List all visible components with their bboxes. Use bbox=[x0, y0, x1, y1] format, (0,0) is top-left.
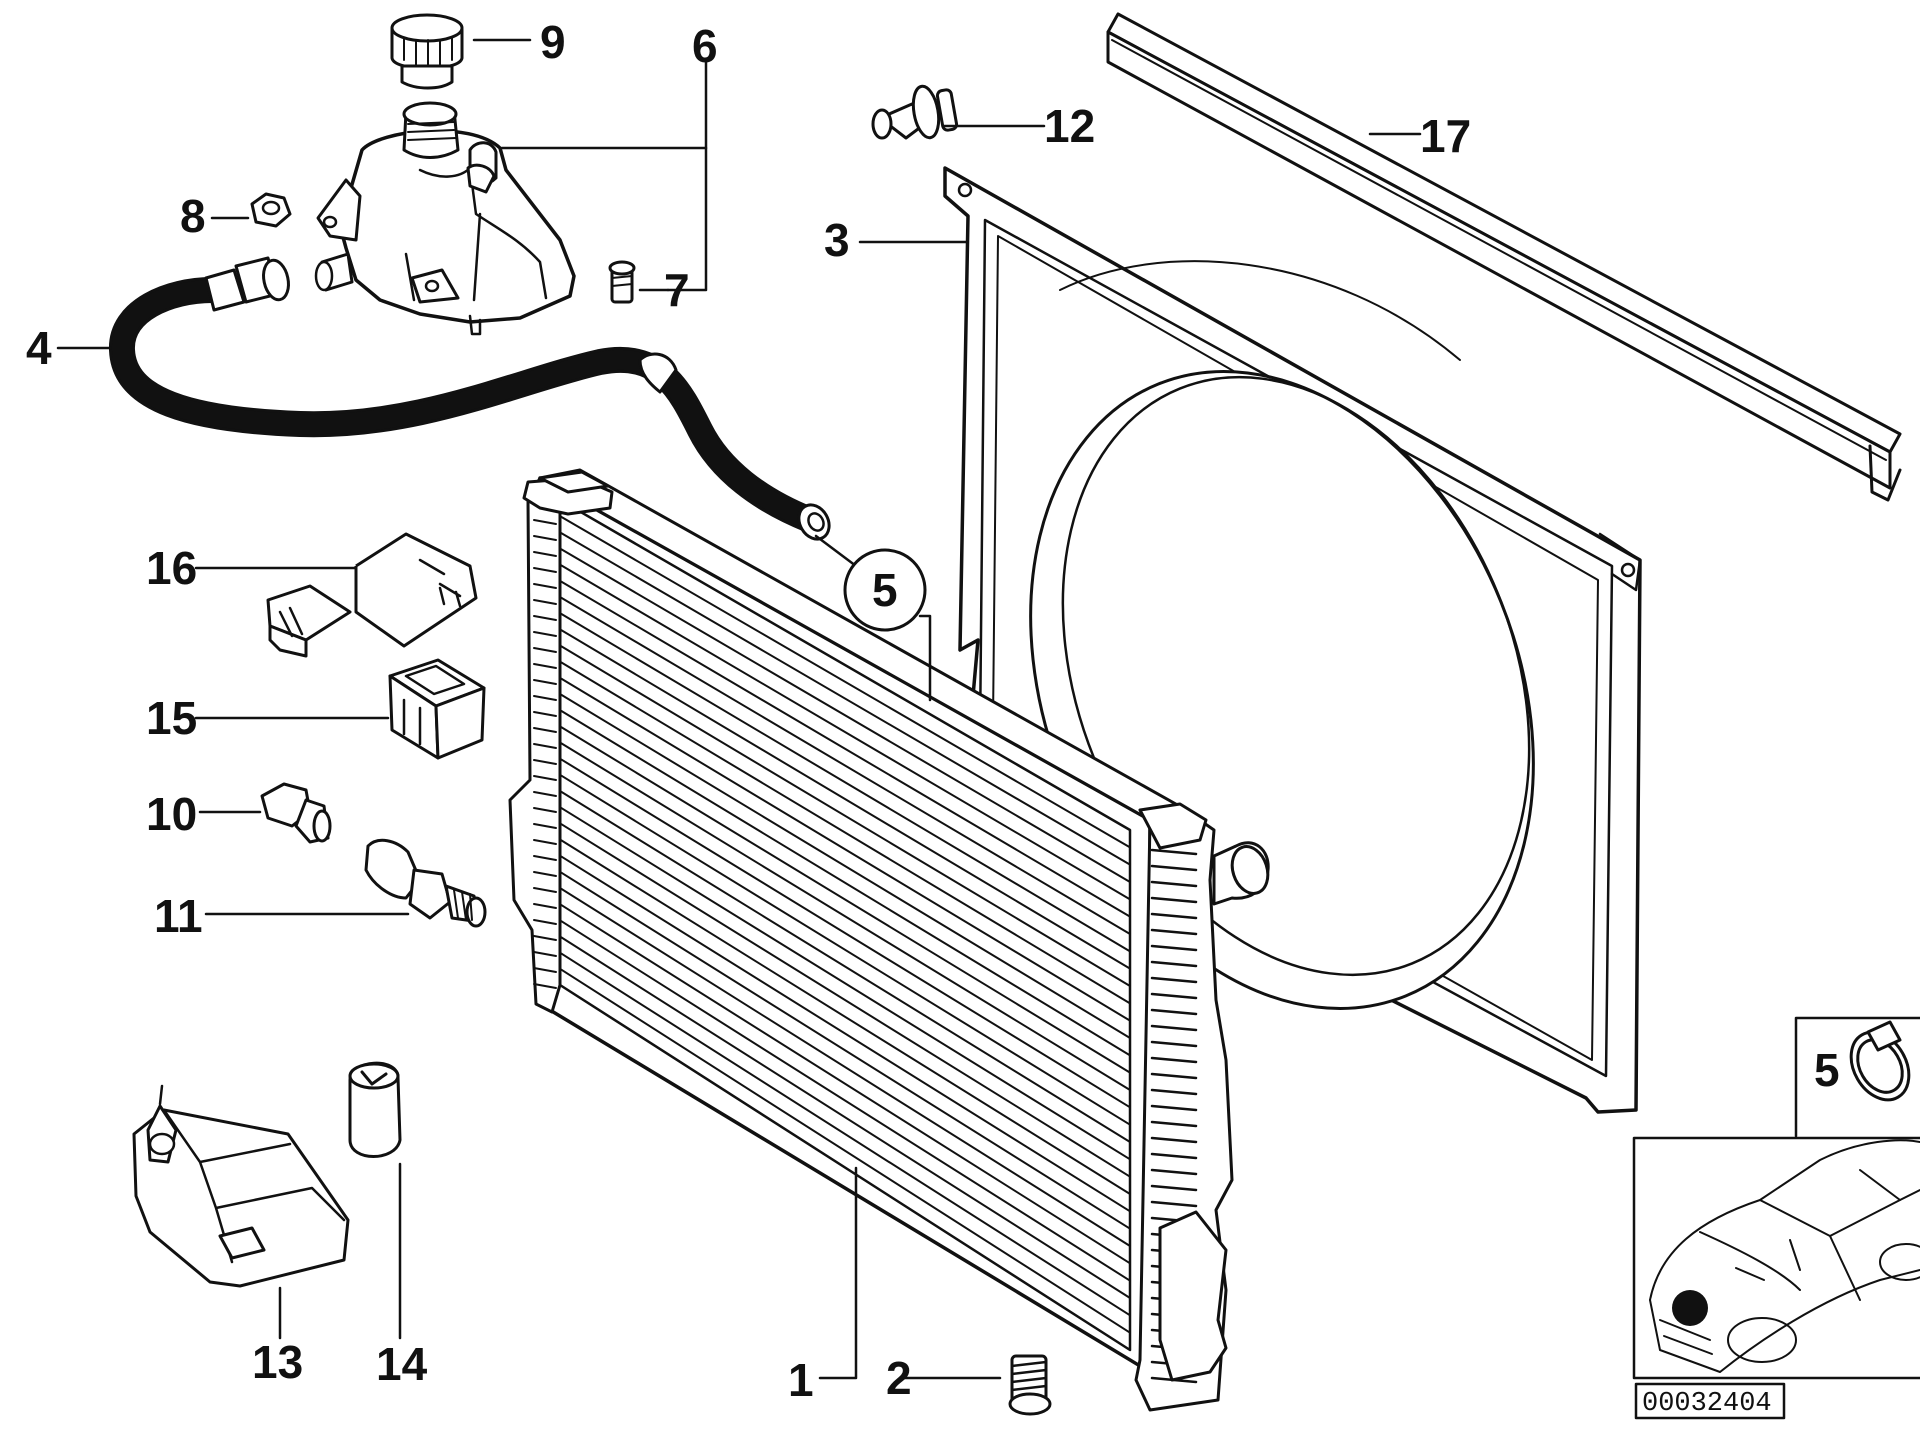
part-4-hose bbox=[109, 256, 831, 541]
part-9-cap bbox=[390, 13, 464, 90]
label-4: 4 bbox=[26, 322, 52, 374]
label-3: 3 bbox=[824, 214, 850, 266]
part-6-expansion-tank bbox=[314, 101, 576, 336]
label-8: 8 bbox=[180, 190, 206, 242]
label-17: 17 bbox=[1420, 110, 1471, 162]
location-dot-icon bbox=[1672, 1290, 1708, 1326]
left-tank-ribs bbox=[533, 519, 557, 989]
label-5: 5 bbox=[872, 564, 898, 616]
reference-number: 00032404 bbox=[1642, 1389, 1772, 1419]
part-2-bolt bbox=[1008, 1354, 1052, 1416]
label-11: 11 bbox=[154, 890, 203, 942]
part-11-switch bbox=[364, 838, 487, 928]
label-15: 15 bbox=[146, 692, 197, 744]
label-16: 16 bbox=[146, 542, 197, 594]
car-outline-icon bbox=[1649, 1139, 1920, 1373]
part-8-nut bbox=[250, 192, 292, 228]
label-2: 2 bbox=[886, 1352, 912, 1404]
part-14-bumpstop bbox=[348, 1061, 402, 1158]
hose-clamp-icon bbox=[1849, 1020, 1911, 1102]
label-12: 12 bbox=[1044, 100, 1095, 152]
radiator-fins bbox=[559, 515, 1131, 1334]
part-10-sensor bbox=[260, 782, 332, 844]
label-14: 14 bbox=[376, 1338, 428, 1390]
label-6: 6 bbox=[692, 20, 718, 72]
part-17-strip bbox=[1106, 12, 1902, 502]
leader-lines bbox=[56, 38, 1422, 1380]
callout-5-circle bbox=[843, 548, 927, 632]
part-16-bracket bbox=[266, 532, 478, 658]
part-1-radiator bbox=[508, 468, 1270, 1412]
part-labels: 9 6 8 7 4 12 17 3 5 16 15 10 11 13 14 1 … bbox=[26, 16, 1840, 1406]
label-1: 1 bbox=[788, 1354, 814, 1406]
label-9: 9 bbox=[540, 16, 566, 68]
car-location-thumbnail bbox=[1632, 1136, 1920, 1380]
detail-box-5 bbox=[1794, 1016, 1920, 1138]
part-12-clip bbox=[871, 84, 959, 140]
part-13-mount bbox=[132, 1084, 350, 1288]
label-5-detail: 5 bbox=[1814, 1044, 1840, 1096]
label-7: 7 bbox=[664, 264, 690, 316]
part-15-block bbox=[388, 658, 486, 760]
reference-box bbox=[1634, 1382, 1786, 1420]
part-7-bolt bbox=[608, 260, 636, 304]
label-10: 10 bbox=[146, 788, 197, 840]
label-13: 13 bbox=[252, 1336, 303, 1388]
